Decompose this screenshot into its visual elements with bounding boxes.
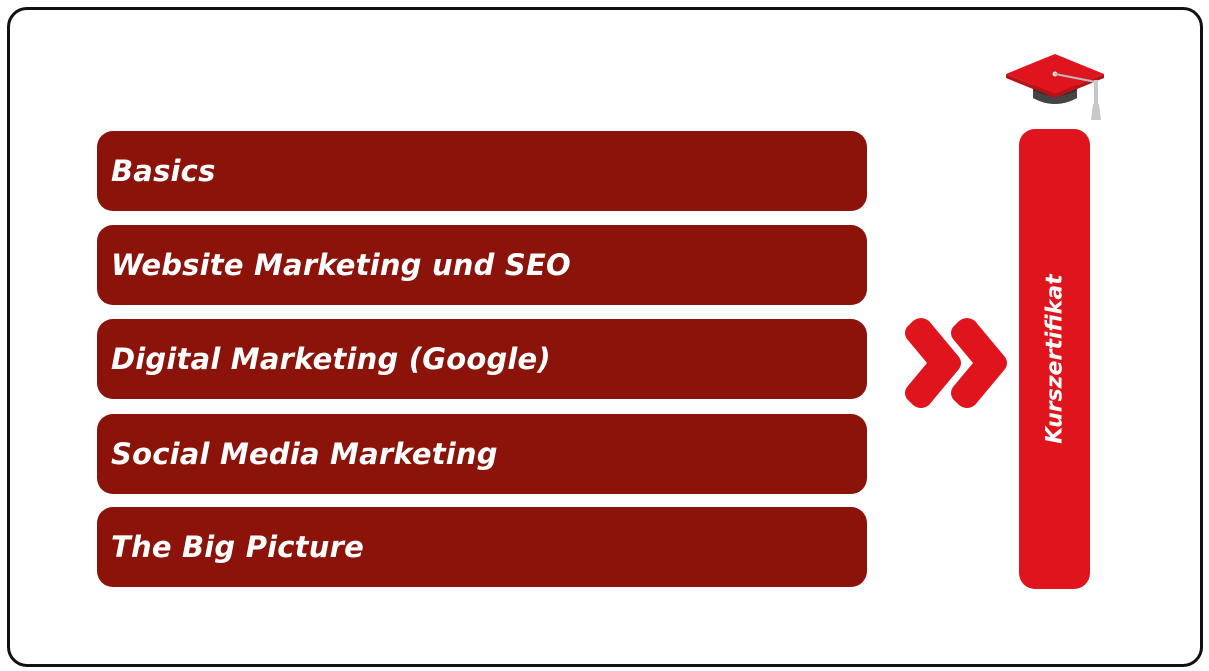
certificate-label: Kurszertifikat (1042, 274, 1067, 444)
module-website-marketing-seo: Website Marketing und SEO (97, 225, 867, 305)
module-basics: Basics (97, 131, 867, 211)
tassel-end (1091, 104, 1101, 120)
chevron-right-shape (951, 318, 1007, 408)
certificate-bar: Kurszertifikat (1019, 129, 1090, 589)
module-label: Basics (111, 154, 216, 188)
module-social-media-marketing: Social Media Marketing (97, 414, 867, 494)
module-label: Digital Marketing (Google) (111, 342, 551, 376)
module-big-picture: The Big Picture (97, 507, 867, 587)
module-label: The Big Picture (111, 530, 364, 564)
diagram-frame: Basics Website Marketing und SEO Digital… (7, 7, 1203, 667)
tassel-cord (1054, 73, 1097, 83)
graduation-cap-icon (1006, 54, 1104, 120)
module-digital-marketing-google: Digital Marketing (Google) (97, 319, 867, 399)
module-label: Social Media Marketing (111, 437, 498, 471)
module-label: Website Marketing und SEO (111, 248, 571, 282)
tassel-string (1094, 80, 1098, 106)
double-chevron-right-icon (905, 318, 1007, 408)
chevron-left-shape (905, 318, 961, 408)
